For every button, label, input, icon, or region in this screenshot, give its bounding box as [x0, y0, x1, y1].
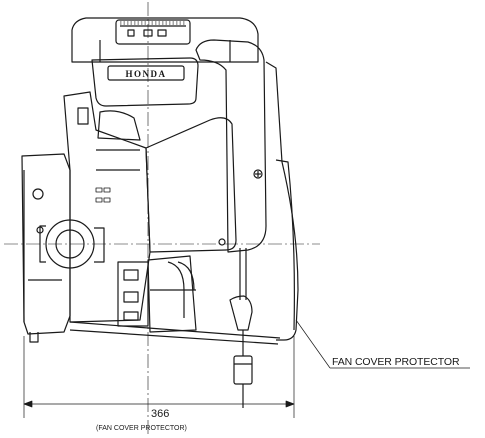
fuel-filter: [229, 248, 253, 408]
dimension-value: 366: [151, 408, 170, 420]
brand-text: HONDA: [126, 69, 167, 79]
overall-width-dimension: [23, 336, 295, 418]
callout-leader: [295, 319, 470, 369]
fan-shroud: [145, 39, 267, 253]
top-housing: [71, 17, 259, 63]
engine-body: [63, 91, 151, 323]
callout-label: FAN COVER PROTECTOR: [332, 356, 460, 368]
starter-housing: [39, 219, 105, 269]
fan-cover-protector: [265, 61, 299, 341]
grille-vents: [120, 21, 186, 25]
center-lines: [4, 2, 320, 436]
brand-plate: [91, 57, 199, 107]
dimension-note: (FAN COVER PROTECTOR): [96, 425, 187, 432]
